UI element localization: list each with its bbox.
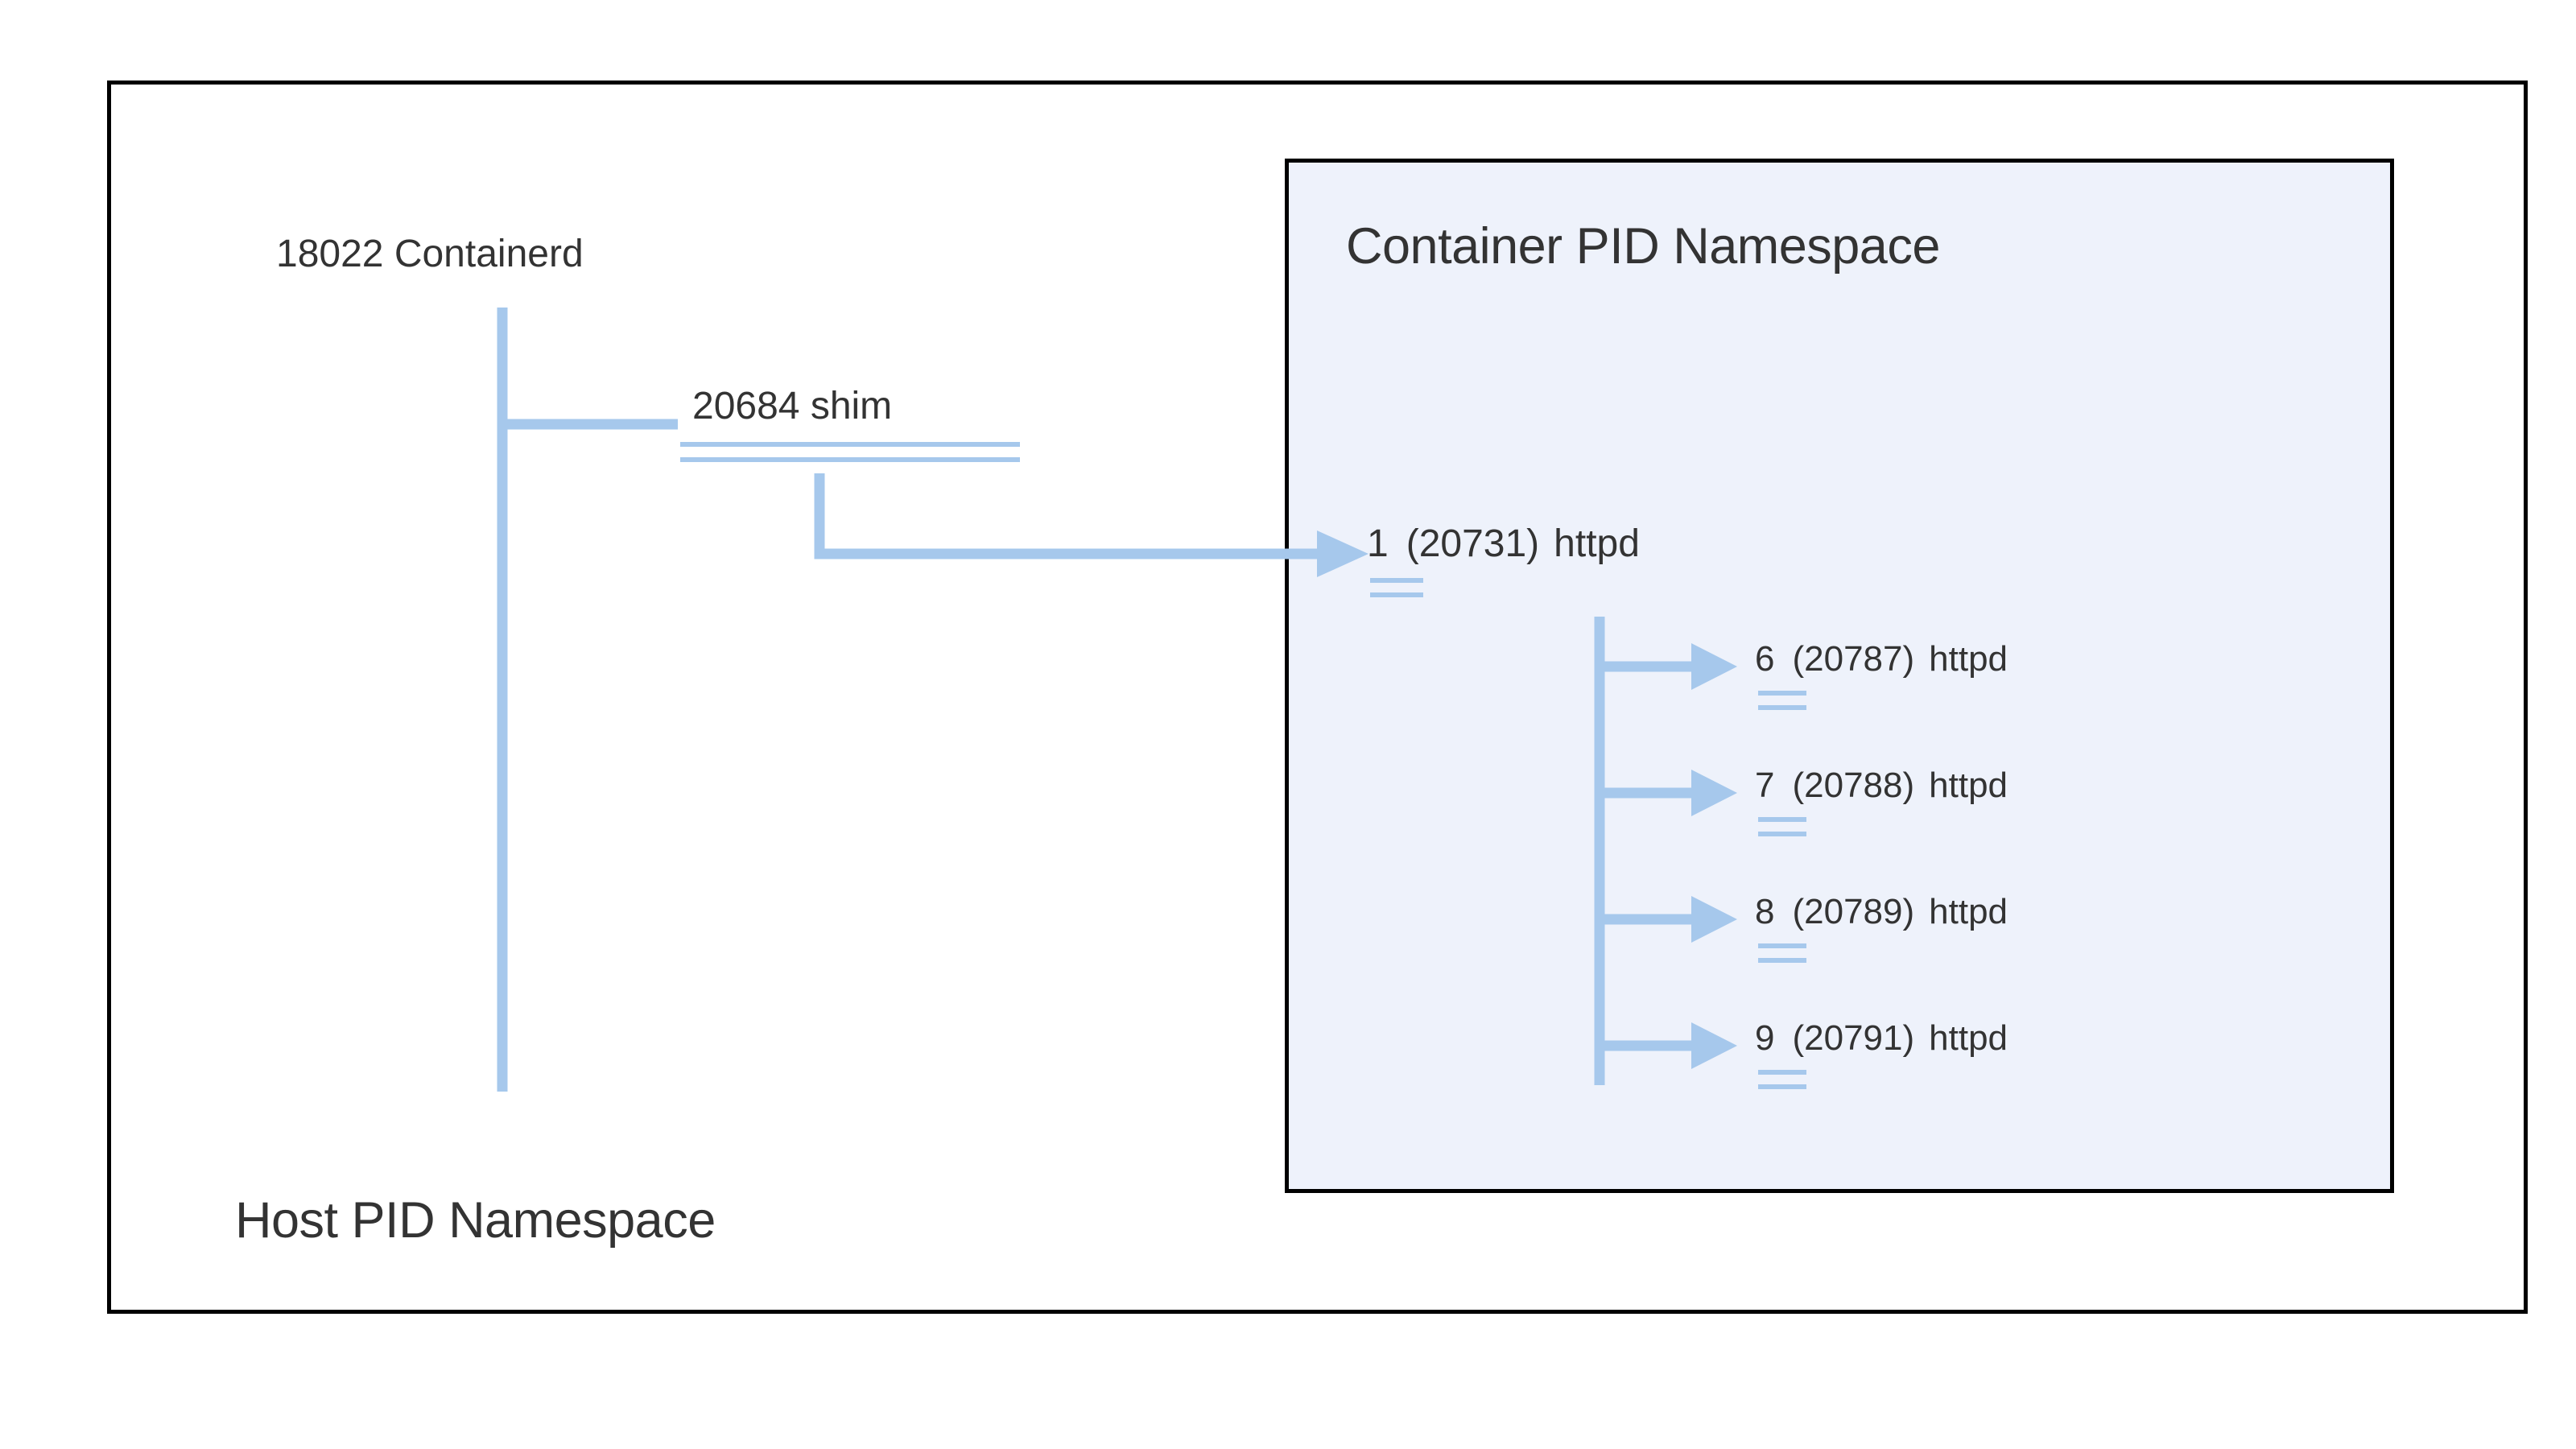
child-7-pid-underline-lower [1758, 832, 1806, 836]
child-6-pid-underline-upper [1758, 691, 1806, 696]
container-pid-namespace-box [1285, 159, 2394, 1193]
process-containerd-label: 18022 Containerd [276, 233, 584, 275]
child-6-pid-underline-lower [1758, 705, 1806, 710]
child-7-pid-underline-upper [1758, 817, 1806, 822]
child-8-pid-underline-lower [1758, 958, 1806, 963]
child-6-ns-pid: 6 [1755, 639, 1775, 679]
shim-underline-upper [680, 442, 1020, 447]
init-pid-underline-upper [1370, 578, 1423, 583]
child-9-pid-underline-upper [1758, 1070, 1806, 1075]
child-9-pid-underline-lower [1758, 1084, 1806, 1089]
shim-underline-lower [680, 457, 1020, 462]
init-process-name: httpd [1554, 522, 1640, 565]
init-host-pid: (20731) [1406, 522, 1540, 565]
child-8-host-pid: (20789) [1792, 892, 1915, 931]
child-8-ns-pid: 8 [1755, 892, 1775, 931]
child-6-host-pid: (20787) [1792, 639, 1915, 679]
child-7-host-pid: (20788) [1792, 766, 1915, 805]
child-9-process-name: httpd [1929, 1018, 2008, 1058]
child-8-process-name: httpd [1929, 892, 2008, 931]
child-9-ns-pid: 9 [1755, 1018, 1775, 1058]
host-namespace-title: Host PID Namespace [235, 1192, 716, 1249]
process-child-7-httpd: 7 (20788) httpd [1755, 766, 2008, 806]
child-7-ns-pid: 7 [1755, 766, 1775, 805]
init-pid-underline-lower [1370, 592, 1423, 597]
container-namespace-title: Container PID Namespace [1346, 218, 1940, 275]
process-shim: 20684 shim [692, 384, 892, 428]
child-7-process-name: httpd [1929, 766, 2008, 805]
child-9-host-pid: (20791) [1792, 1018, 1915, 1058]
init-ns-pid: 1 [1367, 522, 1389, 565]
process-child-9-httpd: 9 (20791) httpd [1755, 1018, 2008, 1059]
child-8-pid-underline-upper [1758, 943, 1806, 948]
process-init-httpd: 1 (20731) httpd [1367, 522, 1640, 566]
process-shim-label: 20684 shim [692, 385, 893, 427]
process-child-6-httpd: 6 (20787) httpd [1755, 639, 2008, 679]
process-containerd: 18022 Containerd [276, 232, 584, 276]
child-6-process-name: httpd [1929, 639, 2008, 679]
process-child-8-httpd: 8 (20789) httpd [1755, 892, 2008, 932]
